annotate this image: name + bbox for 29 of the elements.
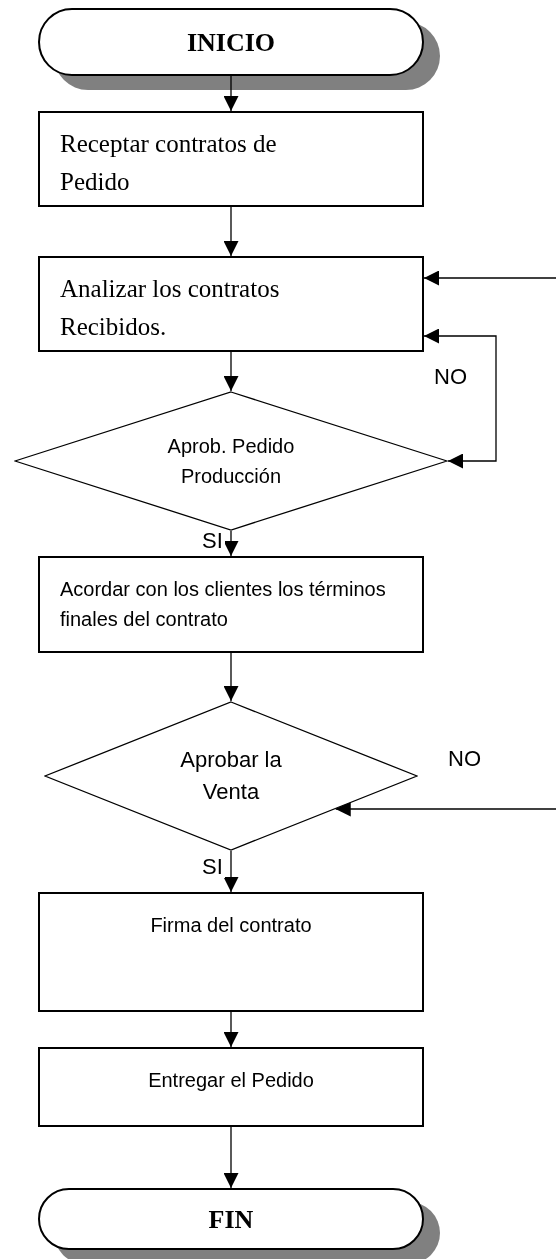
arrow: [223, 530, 239, 557]
arrow: [223, 206, 239, 257]
arrow: [223, 351, 239, 392]
edge-label: SI: [200, 856, 225, 878]
node-text: FIN: [208, 1203, 254, 1236]
arrow: [223, 652, 239, 702]
node-text: Aprob. Pedido Producción: [166, 434, 296, 489]
node-text: Acordar con los clientes los términos finales del contrato: [60, 577, 387, 632]
arrow: [423, 328, 497, 469]
arrow: [423, 270, 557, 286]
arrow: [335, 801, 557, 817]
decision-diamond: [44, 701, 418, 851]
process-box: [38, 256, 424, 352]
arrow: [223, 1011, 239, 1048]
node-text: Firma del contrato: [150, 913, 312, 938]
node-text: INICIO: [186, 26, 276, 59]
arrow: [223, 1126, 239, 1189]
process-box: [38, 556, 424, 653]
branch-label: NO: [448, 748, 481, 770]
node-text: Aprobar la Venta: [179, 746, 283, 806]
arrow: [223, 850, 239, 893]
process-box: [38, 111, 424, 207]
node-text: Analizar los contratos Recibidos.: [60, 274, 281, 342]
node-text: Receptar contratos de Pedido: [60, 129, 278, 197]
process-box: [38, 1047, 424, 1127]
decision-diamond: [14, 391, 448, 531]
process-box: [38, 892, 424, 1012]
node-text: Entregar el Pedido: [148, 1068, 314, 1093]
arrow: [223, 75, 239, 112]
